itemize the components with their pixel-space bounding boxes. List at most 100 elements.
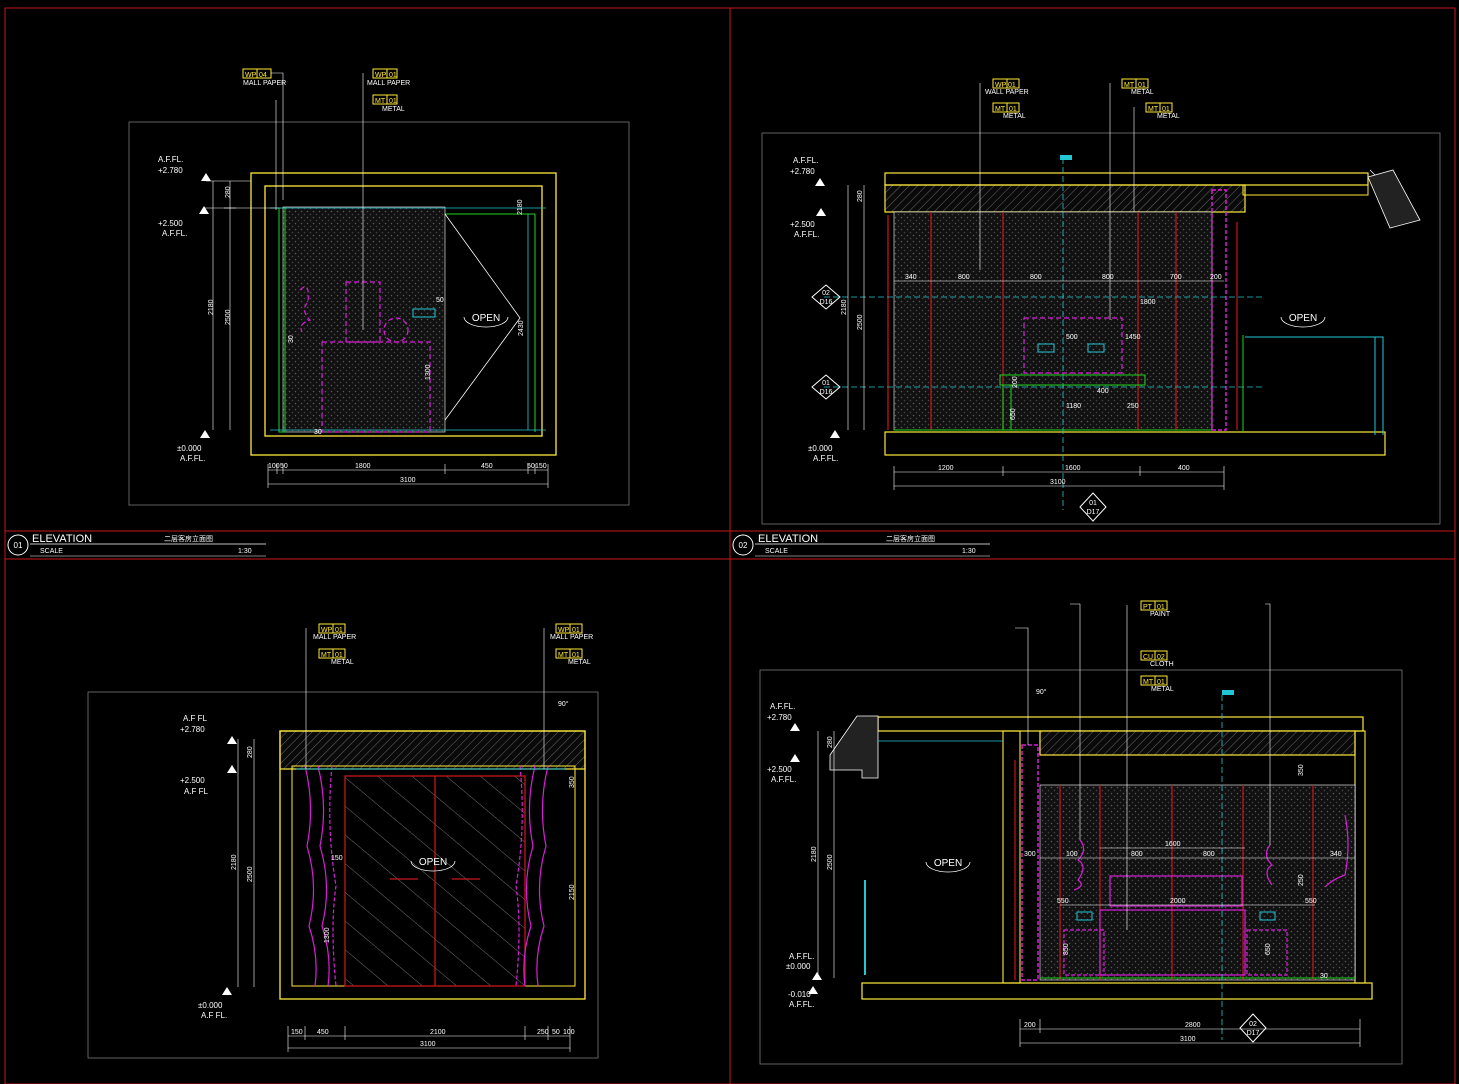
- svg-text:A.F.FL.: A.F.FL.: [770, 702, 795, 711]
- svg-text:WP: WP: [321, 627, 333, 634]
- svg-text:MALL PAPER: MALL PAPER: [313, 634, 356, 641]
- svg-text:850: 850: [1063, 943, 1070, 955]
- svg-text:01: 01: [1138, 82, 1146, 89]
- svg-text:MALL PAPER: MALL PAPER: [367, 80, 410, 87]
- level-markers: A.F.FL. +2.780 +2.500 A.F.FL. A.F.FL. ±0…: [767, 702, 822, 1009]
- svg-text:1300: 1300: [425, 364, 432, 380]
- svg-text:A.F.FL.: A.F.FL.: [813, 454, 838, 463]
- svg-text:3100: 3100: [400, 477, 416, 484]
- svg-text:METAL: METAL: [1151, 686, 1174, 693]
- title-word: ELEVATION: [758, 533, 818, 545]
- svg-text:METAL: METAL: [568, 659, 591, 666]
- svg-text:+2.500: +2.500: [790, 220, 815, 229]
- svg-text:800: 800: [1102, 274, 1114, 281]
- svg-text:METAL: METAL: [331, 659, 354, 666]
- level-markers: A.F FL +2.780 +2.500 A.F FL ±0.000 A.F F…: [180, 714, 237, 1020]
- sheet-frame: [4, 7, 1456, 1084]
- svg-text:D17: D17: [1087, 509, 1100, 516]
- svg-text:50: 50: [280, 463, 288, 470]
- svg-text:30: 30: [1320, 973, 1328, 980]
- svg-text:150: 150: [291, 1029, 303, 1036]
- title-name: 二层客房立面图: [164, 534, 213, 543]
- svg-text:01: 01: [335, 652, 343, 659]
- svg-text:2180: 2180: [517, 199, 524, 215]
- svg-text:01: 01: [389, 98, 397, 105]
- svg-text:A.F.FL.: A.F.FL.: [180, 454, 205, 463]
- svg-text:650: 650: [1010, 408, 1017, 420]
- svg-text:550: 550: [1057, 898, 1069, 905]
- svg-text:340: 340: [905, 274, 917, 281]
- svg-text:METAL: METAL: [1003, 113, 1026, 120]
- svg-text:A.F.FL.: A.F.FL.: [158, 155, 183, 164]
- svg-text:01: 01: [572, 652, 580, 659]
- svg-text:2150: 2150: [569, 884, 576, 900]
- svg-text:2430: 2430: [518, 320, 525, 336]
- svg-text:400: 400: [1097, 388, 1109, 395]
- svg-text:1180: 1180: [1066, 403, 1081, 410]
- svg-text:01: 01: [572, 627, 580, 634]
- tag-wp04: WP 04 MALL PAPER: [242, 68, 286, 200]
- svg-text:800: 800: [1131, 851, 1143, 858]
- svg-text:2500: 2500: [225, 309, 232, 325]
- svg-text:350: 350: [1298, 764, 1305, 776]
- svg-text:MT: MT: [1143, 679, 1154, 686]
- section-marker: 01 D17: [1079, 492, 1107, 522]
- svg-text:+2.500: +2.500: [180, 776, 205, 785]
- svg-text:50: 50: [552, 1029, 560, 1036]
- svg-text:CU: CU: [1143, 654, 1153, 661]
- tag-mt01: MT 01 METAL: [992, 102, 1026, 120]
- open-label: OPEN: [1289, 313, 1317, 324]
- svg-text:2000: 2000: [1170, 898, 1186, 905]
- tag-wp01: WP 01 WALL PAPER: [979, 78, 1029, 270]
- svg-text:MT: MT: [1124, 82, 1135, 89]
- svg-text:350: 350: [569, 776, 576, 788]
- svg-text:280: 280: [225, 186, 232, 198]
- svg-text:150: 150: [331, 855, 343, 862]
- svg-text:D17: D17: [1247, 1030, 1260, 1037]
- svg-text:2180: 2180: [841, 299, 848, 315]
- svg-text:+2.780: +2.780: [790, 167, 815, 176]
- svg-text:1200: 1200: [938, 465, 954, 472]
- svg-text:1800: 1800: [1140, 299, 1156, 306]
- svg-text:800: 800: [1203, 851, 1215, 858]
- svg-text:1450: 1450: [1125, 334, 1141, 341]
- svg-text:A.F.FL.: A.F.FL.: [771, 775, 796, 784]
- svg-text:300: 300: [1024, 851, 1036, 858]
- svg-text:01: 01: [1089, 500, 1097, 507]
- svg-text:2500: 2500: [827, 854, 834, 870]
- svg-text:450: 450: [481, 463, 493, 470]
- svg-text:2800: 2800: [1185, 1022, 1201, 1029]
- svg-text:200: 200: [1012, 376, 1019, 388]
- section-marker: 02 D17: [1239, 1013, 1267, 1043]
- open-label: OPEN: [934, 858, 962, 869]
- svg-text:A.F FL.: A.F FL.: [201, 1011, 227, 1020]
- title-word: ELEVATION: [32, 533, 92, 545]
- svg-text:METAL: METAL: [1157, 113, 1180, 120]
- svg-text:CLOTH: CLOTH: [1150, 661, 1174, 668]
- svg-text:A.F.FL.: A.F.FL.: [793, 156, 818, 165]
- svg-text:280: 280: [247, 746, 254, 758]
- svg-text:A.F.FL.: A.F.FL.: [162, 229, 187, 238]
- svg-text:MT: MT: [558, 652, 569, 659]
- title-scale: 1:30: [238, 548, 252, 555]
- elevation-03: OPEN A.F FL +2.780 +2.500 A.F FL ±0.000 …: [87, 623, 599, 1059]
- svg-text:A.F.FL.: A.F.FL.: [789, 952, 814, 961]
- svg-text:METAL: METAL: [382, 106, 405, 113]
- svg-text:800: 800: [958, 274, 970, 281]
- svg-text:400: 400: [1178, 465, 1190, 472]
- svg-text:200: 200: [1210, 274, 1222, 281]
- svg-text:2180: 2180: [208, 299, 215, 315]
- tag-mt01: MT 01 METAL: [318, 648, 354, 666]
- svg-text:D16: D16: [820, 299, 833, 306]
- svg-text:2100: 2100: [430, 1029, 446, 1036]
- scale-label: SCALE: [765, 548, 788, 555]
- svg-text:250: 250: [1127, 403, 1139, 410]
- svg-text:3100: 3100: [420, 1041, 436, 1048]
- svg-text:-0.010: -0.010: [788, 990, 811, 999]
- level-markers: A.F.FL. +2.780 +2.500 A.F.FL. ±0.000 A.F…: [790, 156, 840, 463]
- svg-text:30: 30: [314, 429, 322, 436]
- tag-wp01: WP 01 MALL PAPER: [543, 623, 593, 769]
- svg-text:800: 800: [1030, 274, 1042, 281]
- svg-text:1600: 1600: [1065, 465, 1081, 472]
